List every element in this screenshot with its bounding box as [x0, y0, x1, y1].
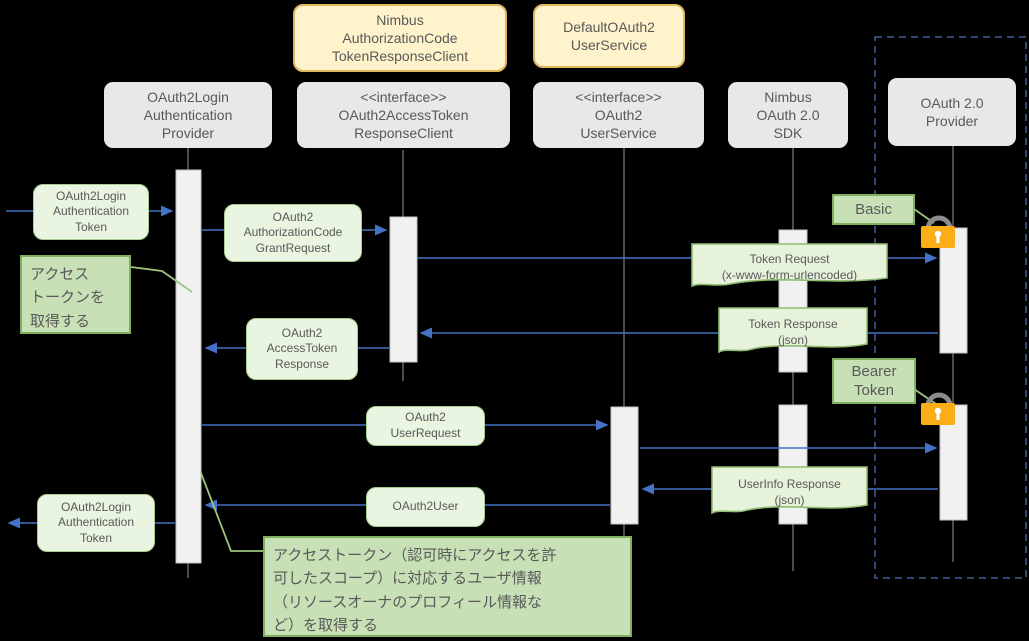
lock-icon-basic — [921, 215, 955, 248]
note-token-response: Token Response (json) — [718, 307, 868, 358]
message-label-user-request: OAuth2 UserRequest — [366, 406, 485, 446]
activation-bar-provider-userinfo — [939, 404, 968, 521]
annotation-get-access-token: アクセス トークンを 取得する — [20, 255, 131, 334]
message-label-access-token-response: OAuth2 AccessToken Response — [246, 318, 358, 380]
lifeline-header-user-service: <<interface>> OAuth2 UserService — [533, 82, 704, 148]
note-token-request-text: Token Request (x-www-form-urlencoded) — [721, 251, 858, 282]
lifeline-header-auth-provider: OAuth2Login Authentication Provider — [104, 82, 272, 148]
note-token-request: Token Request (x-www-form-urlencoded) — [691, 243, 888, 292]
message-label-auth-token-out: OAuth2Login Authentication Token — [37, 494, 155, 552]
note-token-response-text: Token Response (json) — [748, 316, 838, 347]
activation-bar-user-service — [610, 406, 639, 525]
activation-bar-response-client — [389, 216, 418, 363]
lifeline-header-oauth-provider: OAuth 2.0 Provider — [888, 78, 1016, 146]
annotation-basic: Basic — [832, 194, 915, 225]
callout-line-basic — [913, 208, 935, 224]
activation-bar-auth-provider — [175, 169, 202, 564]
impl-note-default-user-service: DefaultOAuth2 UserService — [533, 4, 685, 68]
note-userinfo-response: UserInfo Response (json) — [711, 466, 868, 519]
note-userinfo-response-text: UserInfo Response (json) — [738, 476, 841, 507]
callout-line-get-user-info — [200, 472, 263, 552]
message-label-grant-request: OAuth2 AuthorizationCode GrantRequest — [224, 204, 362, 262]
annotation-get-user-info: アクセストークン（認可時にアクセスを許 可したスコープ）に対応するユーザ情報 （… — [263, 536, 632, 637]
message-label-oauth2-user: OAuth2User — [366, 487, 485, 527]
lifeline-header-nimbus-sdk: Nimbus OAuth 2.0 SDK — [728, 82, 848, 148]
lifeline-header-response-client: <<interface>> OAuth2AccessToken Response… — [297, 82, 510, 148]
lock-icon-bearer — [921, 392, 955, 425]
activation-bar-provider-token — [939, 227, 968, 354]
impl-note-nimbus-token-client: Nimbus AuthorizationCode TokenResponseCl… — [293, 4, 507, 72]
callout-line-get-access-token — [130, 266, 193, 293]
callout-line-bearer-token — [913, 388, 940, 407]
message-label-auth-token-in: OAuth2Login Authentication Token — [33, 184, 149, 240]
annotation-bearer-token: Bearer Token — [832, 358, 916, 404]
